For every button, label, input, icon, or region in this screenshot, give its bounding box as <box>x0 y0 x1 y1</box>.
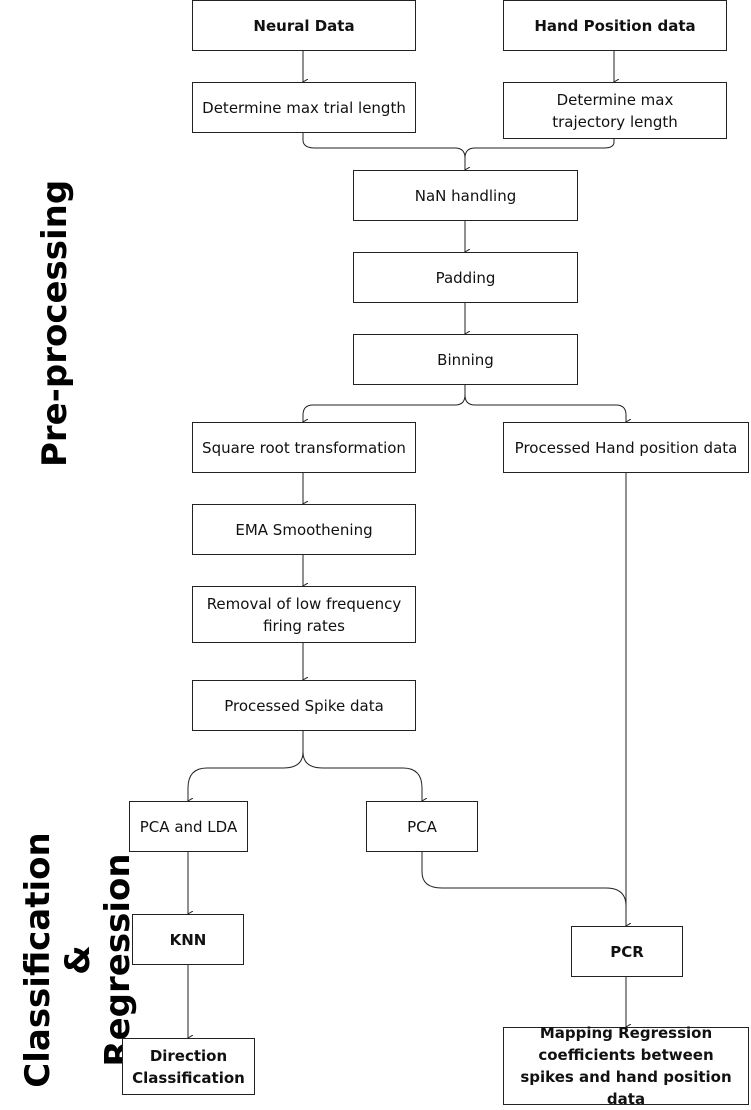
node-max-trial-length: Determine max trial length <box>192 82 416 133</box>
arrow-trajectory-to-nan <box>464 139 615 159</box>
arrow-binning-to-sqrt <box>303 385 466 422</box>
node-processed-spike-data: Processed Spike data <box>192 680 416 731</box>
node-pca-and-lda: PCA and LDA <box>129 801 248 852</box>
arrow-trial-to-nan <box>302 133 465 170</box>
node-direction-classification: Direction Classification <box>122 1038 255 1095</box>
node-hand-position-data: Hand Position data <box>503 0 727 51</box>
node-neural-data: Neural Data <box>192 0 416 51</box>
node-pcr: PCR <box>571 926 683 977</box>
node-removal-low-frequency: Removal of low frequency firing rates <box>192 586 416 643</box>
section-label-classification: Classification & <box>18 832 98 1088</box>
section-label-classification-regression: Classification & Regression <box>18 830 138 1090</box>
node-binning: Binning <box>353 334 578 385</box>
arrow-spike-to-pca <box>302 751 422 801</box>
node-ema-smoothening: EMA Smoothening <box>192 504 416 555</box>
node-max-trajectory-length: Determine max trajectory length <box>503 82 727 139</box>
node-nan-handling: NaN handling <box>353 170 578 221</box>
node-square-root-transformation: Square root transformation <box>192 422 416 473</box>
node-pca: PCA <box>366 801 478 852</box>
arrow-spike-to-pcalda <box>188 731 304 801</box>
arrow-binning-to-hand <box>464 394 626 422</box>
arrow-pca-to-pcr <box>421 852 627 907</box>
node-processed-hand-position: Processed Hand position data <box>503 422 749 473</box>
node-padding: Padding <box>353 252 578 303</box>
section-label-preprocessing: Pre-processing <box>35 179 75 467</box>
node-mapping-regression: Mapping Regression coefficients between … <box>503 1024 749 1108</box>
node-knn: KNN <box>132 914 244 965</box>
